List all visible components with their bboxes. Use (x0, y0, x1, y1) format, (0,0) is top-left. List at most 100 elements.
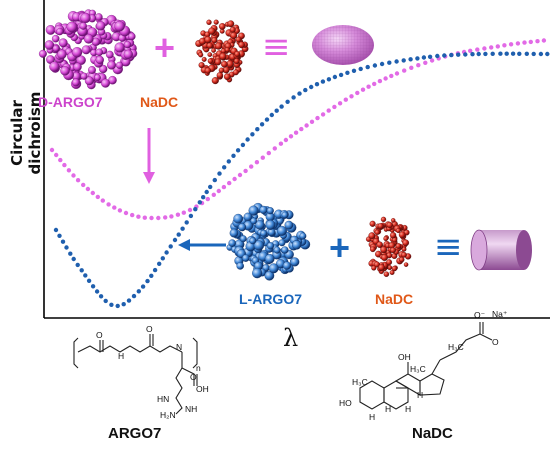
curve-dot (216, 188, 221, 194)
svg-text:n: n (196, 363, 201, 373)
curve-dot (58, 157, 63, 163)
atom-sphere (52, 45, 60, 52)
curve-dot (90, 284, 96, 289)
curve-dot (168, 244, 173, 249)
atom-sphere (128, 32, 136, 41)
l-argo7-label: L-ARGO7 (239, 291, 302, 307)
atom-sphere (229, 228, 239, 238)
curve-dot (528, 39, 533, 45)
curve-dot (545, 51, 550, 57)
atom-sphere (123, 49, 133, 59)
atom-sphere (232, 69, 239, 76)
curve-dot (408, 57, 413, 62)
plus-sign-bottom: + (329, 227, 350, 268)
atom-sphere (284, 220, 294, 230)
curve-dot (169, 214, 174, 219)
curve-dot (176, 232, 181, 237)
curve-dot (221, 184, 227, 190)
svg-text:H₃C: H₃C (352, 377, 368, 387)
nadc-molecule-top (195, 19, 249, 85)
curve-dot (538, 51, 544, 57)
atom-sphere (380, 246, 388, 254)
curve-dot (109, 302, 114, 307)
curve-dot (495, 44, 500, 49)
atom-sphere (51, 34, 60, 43)
curve-dot (338, 72, 344, 78)
curve-dot (197, 200, 202, 205)
atom-sphere (395, 228, 401, 234)
atom-sphere (81, 45, 91, 55)
atom-sphere (395, 243, 402, 249)
atom-sphere (249, 237, 257, 245)
curve-dot (103, 298, 108, 304)
curve-dot (53, 227, 59, 233)
atom-sphere (402, 239, 410, 247)
curve-dot (136, 289, 141, 294)
curve-dot (365, 64, 370, 70)
d-argo7-label: D-ARGO7 (38, 94, 103, 110)
curve-dot (163, 215, 168, 220)
atom-sphere (236, 262, 244, 270)
svg-text:HN: HN (157, 394, 169, 404)
curve-dot (259, 122, 265, 127)
curve-dot (160, 256, 165, 261)
atom-sphere (218, 67, 225, 74)
atom-sphere (228, 239, 236, 247)
atom-sphere (378, 264, 385, 271)
atom-sphere (57, 49, 67, 60)
curve-dot (427, 54, 433, 59)
curve-dot (345, 70, 350, 76)
atom-sphere (398, 256, 405, 263)
atom-sphere (66, 21, 78, 33)
curve-dot (394, 71, 400, 76)
atom-sphere (45, 25, 56, 35)
atom-sphere (49, 61, 60, 72)
atom-sphere (376, 241, 383, 248)
atom-sphere (214, 42, 223, 50)
curve-dot (309, 84, 314, 90)
atom-sphere (227, 20, 235, 28)
curve-dot (314, 82, 320, 87)
equiv-sign-top: ≡ (262, 27, 291, 67)
atom-sphere (94, 74, 101, 81)
curve-dot (489, 45, 494, 50)
svg-text:H: H (417, 390, 423, 400)
nadc-structure-name: NaDC (412, 425, 453, 442)
svg-text:O⁻: O⁻ (474, 310, 486, 320)
atom-sphere (211, 48, 216, 53)
blue-left-arrow (178, 239, 226, 251)
curve-dot (152, 267, 158, 273)
curve-dot (188, 213, 194, 219)
curve-dot (409, 65, 414, 71)
atom-sphere (218, 23, 226, 30)
curve-dot (264, 117, 270, 122)
curve-dot (131, 293, 137, 299)
atom-sphere (374, 229, 380, 235)
atom-sphere (211, 77, 219, 85)
atom-sphere (201, 56, 207, 62)
atom-sphere (198, 52, 204, 58)
atom-sphere (95, 13, 103, 21)
atom-sphere (84, 76, 94, 86)
atom-sphere (221, 60, 228, 68)
atom-sphere (369, 220, 376, 227)
curve-dot (304, 123, 309, 128)
atom-sphere (80, 12, 91, 24)
curve-dot (231, 153, 236, 158)
ellipsoid-micelle-shape (312, 25, 374, 65)
curve-dot (66, 168, 72, 173)
atom-sphere (224, 47, 230, 53)
atom-sphere (265, 219, 276, 230)
atom-sphere (278, 239, 286, 247)
svg-text:H₃C: H₃C (410, 364, 426, 374)
atom-sphere (281, 211, 289, 219)
svg-text:NH: NH (185, 404, 197, 414)
curve-dot (254, 160, 260, 165)
atom-sphere (114, 42, 125, 53)
curve-dot (142, 215, 147, 220)
curve-dot (510, 51, 516, 56)
atom-sphere (204, 67, 212, 74)
atom-sphere (234, 51, 241, 57)
svg-text:H: H (118, 351, 124, 361)
curve-dot (249, 164, 254, 169)
